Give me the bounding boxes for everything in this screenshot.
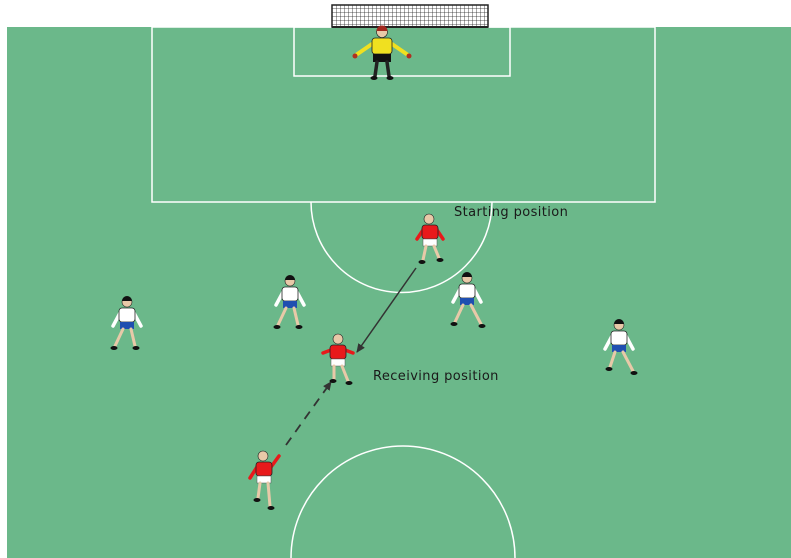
defender-right [450, 272, 486, 328]
pass-arrow [285, 381, 332, 446]
center-circle [290, 445, 516, 558]
penalty-arc [310, 201, 493, 294]
run-arrow [356, 267, 417, 353]
defender-left [273, 275, 306, 329]
starting-position-label: Starting position [454, 205, 569, 220]
defender-far-right [603, 319, 638, 375]
attacker-receiving-position [321, 333, 355, 385]
attacker-passer [248, 450, 281, 510]
goalkeeper-figure [352, 25, 412, 80]
attacker-starting-position [415, 213, 445, 264]
goal-net [331, 4, 489, 28]
defender-far-left [110, 296, 143, 350]
receiving-position-label: Receiving position [373, 369, 499, 384]
